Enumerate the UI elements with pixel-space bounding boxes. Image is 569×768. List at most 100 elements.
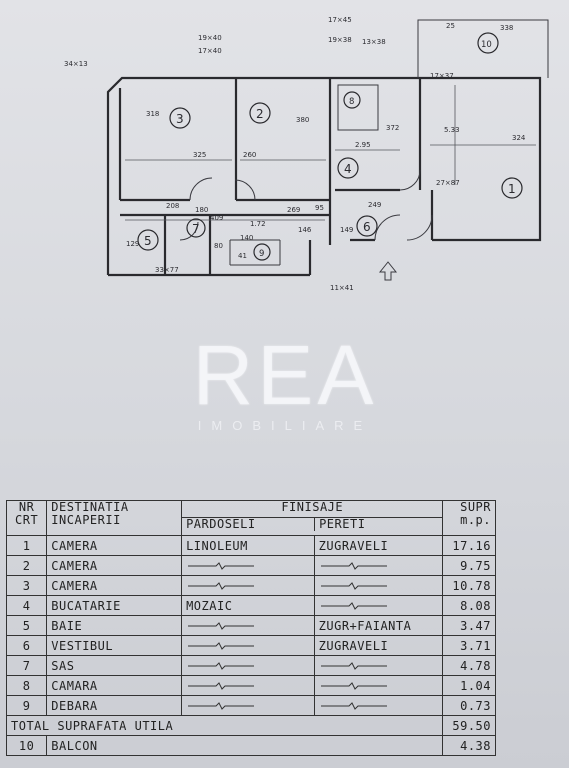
row-floor [181, 675, 315, 696]
row-walls [313, 575, 444, 596]
row-area: 10.78 [442, 575, 496, 596]
row-area: 0.73 [442, 695, 496, 716]
dim-label: 80 [214, 242, 223, 250]
room-marker-1: 1 [501, 177, 523, 199]
dim-label: 41 [238, 252, 247, 260]
dim-label: 324 [512, 134, 526, 142]
dim-label: 249 [368, 201, 381, 209]
row-name: BAIE [46, 615, 183, 636]
row-name: CAMERA [46, 535, 183, 556]
total-label: TOTAL SUPRAFATA UTILA [5, 715, 444, 736]
floor-plan-drawing: 1 2 3 4 5 6 7 8 [64, 16, 549, 292]
dim-label: 95 [315, 204, 324, 212]
row-floor: LINOLEUM [181, 535, 315, 556]
row-nr: 4 [5, 595, 48, 616]
svg-text:2: 2 [256, 107, 264, 121]
balcony-nr: 10 [5, 735, 48, 756]
dim-label: 146 [298, 226, 312, 234]
balcony-area: 4.38 [442, 735, 496, 756]
svg-text:4: 4 [344, 162, 352, 176]
table-total-row: TOTAL SUPRAFATA UTILA 59.50 [5, 715, 496, 736]
dim-label: 13×38 [362, 38, 386, 46]
dim-label: 318 [146, 110, 159, 118]
row-name: CAMERA [46, 575, 183, 596]
row-floor [181, 575, 315, 596]
room-marker-5: 5 [137, 229, 159, 251]
dim-label: 11×41 [330, 284, 354, 292]
row-name: VESTIBUL [46, 635, 183, 656]
dim-label: 17×40 [198, 47, 222, 55]
header-finishes: FINISAJE PARDOSELI PERETI [181, 500, 444, 536]
row-name: DEBARA [46, 695, 183, 716]
room-marker-4: 4 [337, 157, 359, 179]
ditto-mark-icon [320, 601, 387, 610]
row-area: 8.08 [442, 595, 496, 616]
dim-label: 338 [500, 24, 513, 32]
row-area: 1.04 [442, 675, 496, 696]
logo-subtitle: IMOBILIARE [197, 418, 373, 433]
row-walls [313, 555, 444, 576]
row-walls: ZUGRAVELI [313, 535, 444, 556]
ditto-mark-icon [320, 681, 387, 690]
ditto-mark-icon [320, 561, 387, 570]
row-nr: 5 [5, 615, 48, 636]
dim-label: 25 [446, 22, 455, 30]
table-balcony-row: 10 BALCON 4.38 [5, 735, 496, 756]
ditto-mark-icon [188, 621, 255, 630]
dim-label: 33×77 [155, 266, 179, 274]
row-floor: MOZAIC [181, 595, 315, 616]
dim-label: 325 [193, 151, 206, 159]
row-nr: 8 [5, 675, 48, 696]
row-name: BUCATARIE [46, 595, 183, 616]
row-nr: 6 [5, 635, 48, 656]
row-nr: 7 [5, 655, 48, 676]
svg-text:10: 10 [481, 40, 492, 50]
dim-label: 17×45 [328, 16, 352, 24]
row-floor [181, 615, 315, 636]
ditto-mark-icon [188, 681, 255, 690]
svg-text:9: 9 [259, 249, 264, 259]
row-nr: 2 [5, 555, 48, 576]
total-area: 59.50 [442, 715, 496, 736]
dim-label: 372 [386, 124, 399, 132]
svg-text:3: 3 [176, 112, 184, 126]
row-area: 9.75 [442, 555, 496, 576]
dim-label: 34×13 [64, 60, 88, 68]
svg-text:8: 8 [349, 97, 354, 107]
room-marker-8: 8 [343, 91, 361, 109]
dim-label: 149 [340, 226, 353, 234]
dim-label: 269 [287, 206, 300, 214]
room-marker-9: 9 [253, 243, 271, 261]
ditto-mark-icon [188, 581, 255, 590]
dim-label: 208 [166, 202, 179, 210]
row-walls [313, 675, 444, 696]
row-floor [181, 635, 315, 656]
row-nr: 3 [5, 575, 48, 596]
dim-label: 140 [240, 234, 253, 242]
dim-label: 19×40 [198, 34, 222, 42]
logo-mark: REA [192, 328, 378, 422]
svg-text:6: 6 [363, 220, 371, 234]
row-floor [181, 655, 315, 676]
dim-label: 1.72 [250, 220, 266, 228]
dim-label: 260 [243, 151, 256, 159]
row-walls [313, 655, 444, 676]
svg-text:7: 7 [192, 222, 200, 236]
row-nr: 9 [5, 695, 48, 716]
row-floor [181, 695, 315, 716]
room-marker-7: 7 [186, 218, 206, 238]
row-area: 3.47 [442, 615, 496, 636]
